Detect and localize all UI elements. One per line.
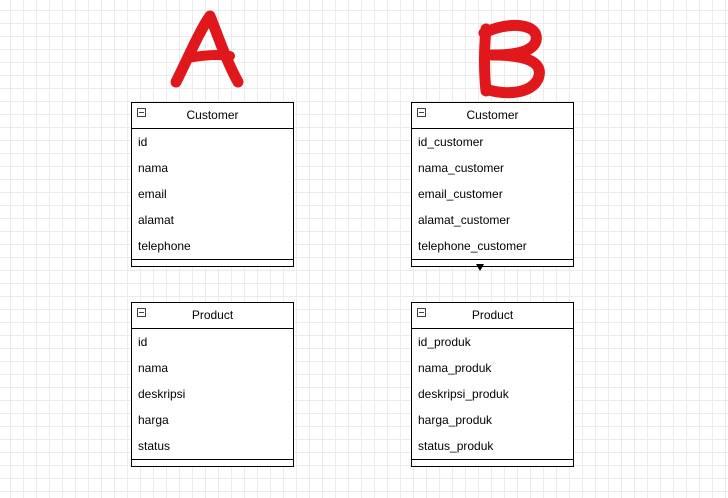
arrow-down-icon — [476, 264, 484, 271]
entity-b-customer[interactable]: Customer id_customer nama_customer email… — [411, 102, 574, 267]
attribute-row[interactable]: alamat — [138, 213, 175, 227]
entity-footer — [132, 259, 293, 266]
label-a-handwritten — [170, 10, 244, 88]
attribute-row[interactable]: id_customer — [418, 135, 484, 149]
attribute-row[interactable]: id_produk — [418, 335, 471, 349]
attribute-row[interactable]: email — [138, 187, 167, 201]
attribute-row[interactable]: deskripsi_produk — [418, 387, 509, 401]
attribute-row[interactable]: telephone — [138, 239, 191, 253]
label-b-handwritten — [478, 19, 545, 99]
entity-title: Customer — [186, 108, 239, 122]
attribute-row[interactable]: id — [138, 335, 148, 349]
entity-title: Product — [471, 308, 514, 322]
attribute-row[interactable]: id — [138, 135, 148, 149]
attribute-list: id_customer nama_customer email_customer… — [412, 129, 573, 259]
attribute-row[interactable]: nama_customer — [418, 161, 505, 175]
attribute-row[interactable]: alamat_customer — [418, 213, 511, 227]
attribute-row[interactable]: email_customer — [418, 187, 503, 201]
attribute-row[interactable]: status — [138, 439, 171, 453]
attribute-row[interactable]: nama — [138, 361, 169, 375]
attribute-list: id_produk nama_produk deskripsi_produk h… — [412, 329, 573, 459]
attribute-row[interactable]: nama_produk — [418, 361, 492, 375]
attribute-row[interactable]: harga_produk — [418, 413, 493, 427]
attribute-row[interactable]: harga — [138, 413, 169, 427]
entity-footer — [412, 459, 573, 466]
entity-header: Customer — [412, 103, 573, 129]
entity-a-customer[interactable]: Customer id nama email alamat telephone — [131, 102, 294, 267]
entity-header: Customer — [132, 103, 293, 129]
attribute-row[interactable]: telephone_customer — [418, 239, 527, 253]
entity-b-product[interactable]: Product id_produk nama_produk deskripsi_… — [411, 302, 574, 467]
collapse-minus-icon[interactable] — [417, 108, 426, 117]
attribute-list: id nama deskripsi harga status — [132, 329, 293, 459]
collapse-minus-icon[interactable] — [417, 308, 426, 317]
collapse-minus-icon[interactable] — [137, 308, 146, 317]
attribute-list: id nama email alamat telephone — [132, 129, 293, 259]
attribute-row[interactable]: nama — [138, 161, 169, 175]
entity-footer — [412, 259, 573, 266]
entity-a-product[interactable]: Product id nama deskripsi harga status — [131, 302, 294, 467]
collapse-minus-icon[interactable] — [137, 108, 146, 117]
entity-title: Product — [191, 308, 234, 322]
entity-header: Product — [412, 303, 573, 329]
attribute-row[interactable]: status_produk — [418, 439, 494, 453]
entity-title: Customer — [466, 108, 519, 122]
entity-footer — [132, 459, 293, 466]
attribute-row[interactable]: deskripsi — [138, 387, 186, 401]
entity-header: Product — [132, 303, 293, 329]
